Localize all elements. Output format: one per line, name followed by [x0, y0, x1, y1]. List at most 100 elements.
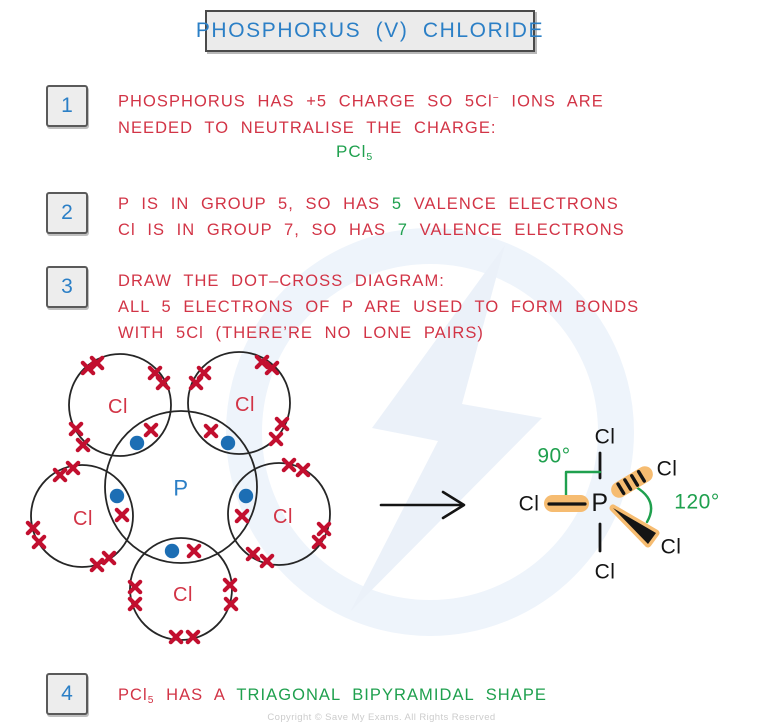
cross-stroke [114, 507, 130, 523]
cl-outer-electron-cross [89, 557, 105, 573]
cl-shell-circle [227, 462, 331, 566]
text-segment: PCl [336, 142, 367, 161]
cl-outer-electron-cross [101, 550, 117, 566]
text-line: NEEDED TO NEUTRALISE THE CHARGE: [118, 115, 604, 141]
cross-stroke [186, 543, 202, 559]
text-segment: 5 [391, 195, 403, 213]
step-2-text: P IS IN GROUP 5, SO HAS 5 VALENCE ELECTR… [118, 191, 625, 243]
cl-outer-electron-cross [75, 437, 91, 453]
p-shell-circle [104, 410, 258, 564]
cross-stroke [281, 457, 297, 473]
step-3-text: DRAW THE DOT–CROSS DIAGRAM: ALL 5 ELECTRO… [118, 268, 639, 346]
cl-outer-electron-cross [311, 534, 327, 550]
text-line: DRAW THE DOT–CROSS DIAGRAM: [118, 268, 639, 294]
cross-stroke [259, 553, 275, 569]
cross-stroke [147, 365, 163, 381]
cl-shell-circle [187, 351, 291, 455]
cross-stroke [155, 375, 171, 391]
cl-outer-electron-cross [254, 354, 270, 370]
page-title: PHOSPHORUS (V) CHLORIDE [195, 19, 545, 42]
text-segment: P IS IN GROUP 5, SO HAS [118, 195, 392, 213]
cross-stroke [89, 355, 105, 371]
angle-120-arc [634, 485, 653, 524]
cross-stroke [80, 360, 96, 376]
cl-outer-electron-cross [25, 520, 41, 536]
step-4-number-box: 4 [46, 673, 88, 715]
cross-stroke [127, 579, 143, 595]
cl-outer-electron-cross [52, 467, 68, 483]
cl-outer-electron-cross [222, 577, 238, 593]
cross-stroke [311, 534, 327, 550]
text-segment: IONS ARE [499, 92, 604, 111]
cl-outer-electron-cross [127, 579, 143, 595]
text-segment: NEEDED TO NEUTRALISE THE CHARGE: [118, 118, 497, 137]
text-segment: PCl [118, 686, 148, 704]
cl-outer-electron-cross [127, 596, 143, 612]
watermark-circle [226, 228, 634, 636]
cross-stroke [274, 416, 290, 432]
hash-mark [630, 474, 640, 487]
cross-stroke [268, 431, 284, 447]
cl-outer-electron-cross [31, 534, 47, 550]
cl-shell-circle [68, 353, 172, 457]
cross-stroke [52, 467, 68, 483]
p-atom-label: P [173, 476, 188, 501]
bond-electron-cross [203, 423, 219, 439]
angle-90-bracket [564, 470, 602, 507]
text-segment: PHOSPHORUS HAS +5 CHARGE SO 5Cl [118, 92, 493, 111]
cross-stroke [168, 629, 184, 645]
text-line: PCl5 [336, 139, 373, 170]
step-3-number: 3 [61, 275, 73, 298]
step-1-number-box: 1 [46, 85, 88, 127]
cl-atom-label: Cl [595, 426, 616, 449]
cl-outer-electron-cross [155, 375, 171, 391]
text-line: WITH 5Cl (THERE’RE NO LONE PAIRS) [118, 320, 639, 346]
cl-outer-electron-cross [281, 457, 297, 473]
bond-electron-dot [238, 488, 254, 504]
cl-outer-electron-cross [196, 365, 212, 381]
cross-stroke [264, 360, 280, 376]
hash-mark [623, 478, 633, 491]
cl-atom-label: Cl [595, 561, 616, 584]
cross-stroke [89, 557, 105, 573]
cl-atom-label: Cl [273, 506, 293, 528]
text-line: P IS IN GROUP 5, SO HAS 5 VALENCE ELECTR… [118, 191, 625, 217]
bond-electron-cross [186, 543, 202, 559]
cross-stroke [101, 550, 117, 566]
cl-outer-electron-cross [295, 462, 311, 478]
cross-stroke [127, 596, 143, 612]
step-4-number: 4 [61, 682, 73, 705]
cl-atom-label: Cl [73, 508, 93, 530]
step-4-text: PCl5 HAS A TRIAGONAL BIPYRAMIDAL SHAPE [118, 682, 547, 714]
hashed-wedge-bond [611, 466, 653, 498]
cl-atom-label: Cl [235, 394, 255, 416]
cl-atom-label: Cl [661, 536, 682, 559]
bond-electron-cross [114, 507, 130, 523]
cross-stroke [295, 462, 311, 478]
cl-atom-label: Cl [108, 396, 128, 418]
title-box: PHOSPHORUS (V) CHLORIDE [196, 10, 543, 52]
bond-electron-dot [129, 435, 145, 451]
text-segment: VALENCE ELECTRONS [402, 195, 619, 213]
cross-stroke [65, 460, 81, 476]
cl-outer-electron-cross [223, 596, 239, 612]
text-segment: VALENCE ELECTRONS [407, 221, 625, 239]
copyright-footer: Copyright © Save My Exams. All Rights Re… [267, 712, 496, 723]
angle-90-label: 90° [537, 445, 570, 468]
cross-stroke [143, 422, 159, 438]
cl-atom-label: Cl [657, 458, 678, 481]
step-1-number: 1 [61, 94, 73, 117]
cl-atom-label: Cl [519, 493, 540, 516]
cl-atom-label: Cl [173, 584, 193, 606]
text-segment: DRAW THE DOT–CROSS DIAGRAM: [118, 272, 445, 290]
step-1-text: PHOSPHORUS HAS +5 CHARGE SO 5Cl− IONS AR… [118, 86, 604, 141]
cross-stroke [234, 508, 250, 524]
p-atom-label: P [591, 489, 608, 517]
cross-stroke [68, 421, 84, 437]
cl-outer-electron-cross [80, 360, 96, 376]
cross-stroke [196, 365, 212, 381]
text-line: ALL 5 ELECTRONS OF P ARE USED TO FORM BO… [118, 294, 639, 320]
text-line: PCl5 HAS A TRIAGONAL BIPYRAMIDAL SHAPE [118, 682, 547, 714]
